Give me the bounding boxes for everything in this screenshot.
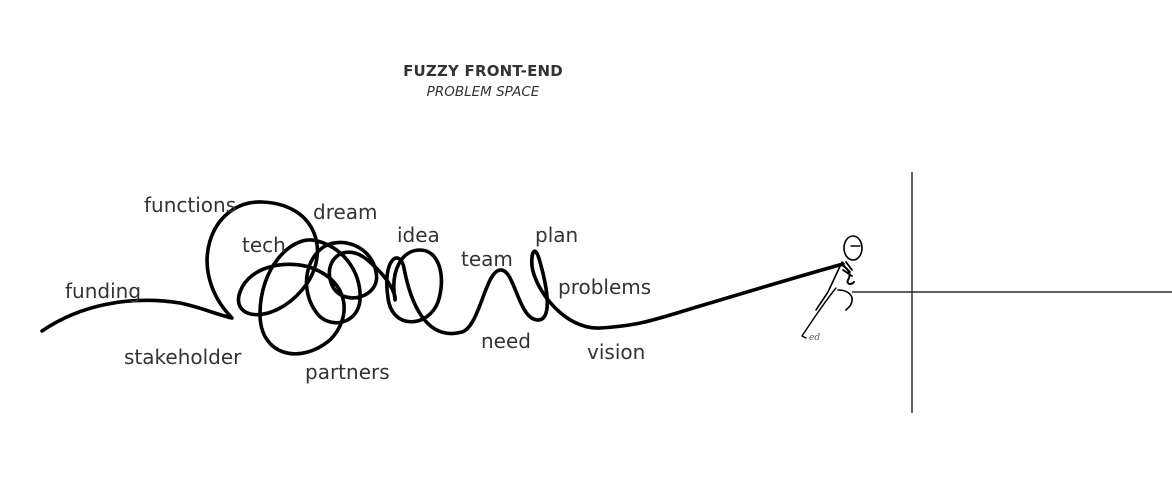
signature: ed [809,333,820,343]
figure-arm [839,263,855,285]
figure-head [843,235,863,261]
figure-hands [841,261,853,277]
figure-front-leg [837,289,853,311]
figure-back-leg [801,287,837,339]
label-need: need [481,329,531,353]
label-stakeholder: stakeholder [124,345,242,369]
label-tech: tech [242,233,286,257]
label-vision: vision [587,340,645,364]
label-functions: functions [144,193,236,217]
label-team: team [461,247,513,271]
label-funding: funding [65,279,141,303]
diagram-title: FUZZY FRONT-END [403,62,563,80]
stick-figure [801,235,863,339]
label-problems: problems [558,275,651,299]
label-idea: idea [397,223,440,247]
label-dream: dream [313,200,378,224]
squiggle-line [40,200,845,356]
label-plan: plan [535,223,578,247]
label-partners: partners [305,360,390,384]
diagram-subtitle: PROBLEM SPACE [426,84,540,100]
figure-body [815,261,843,311]
